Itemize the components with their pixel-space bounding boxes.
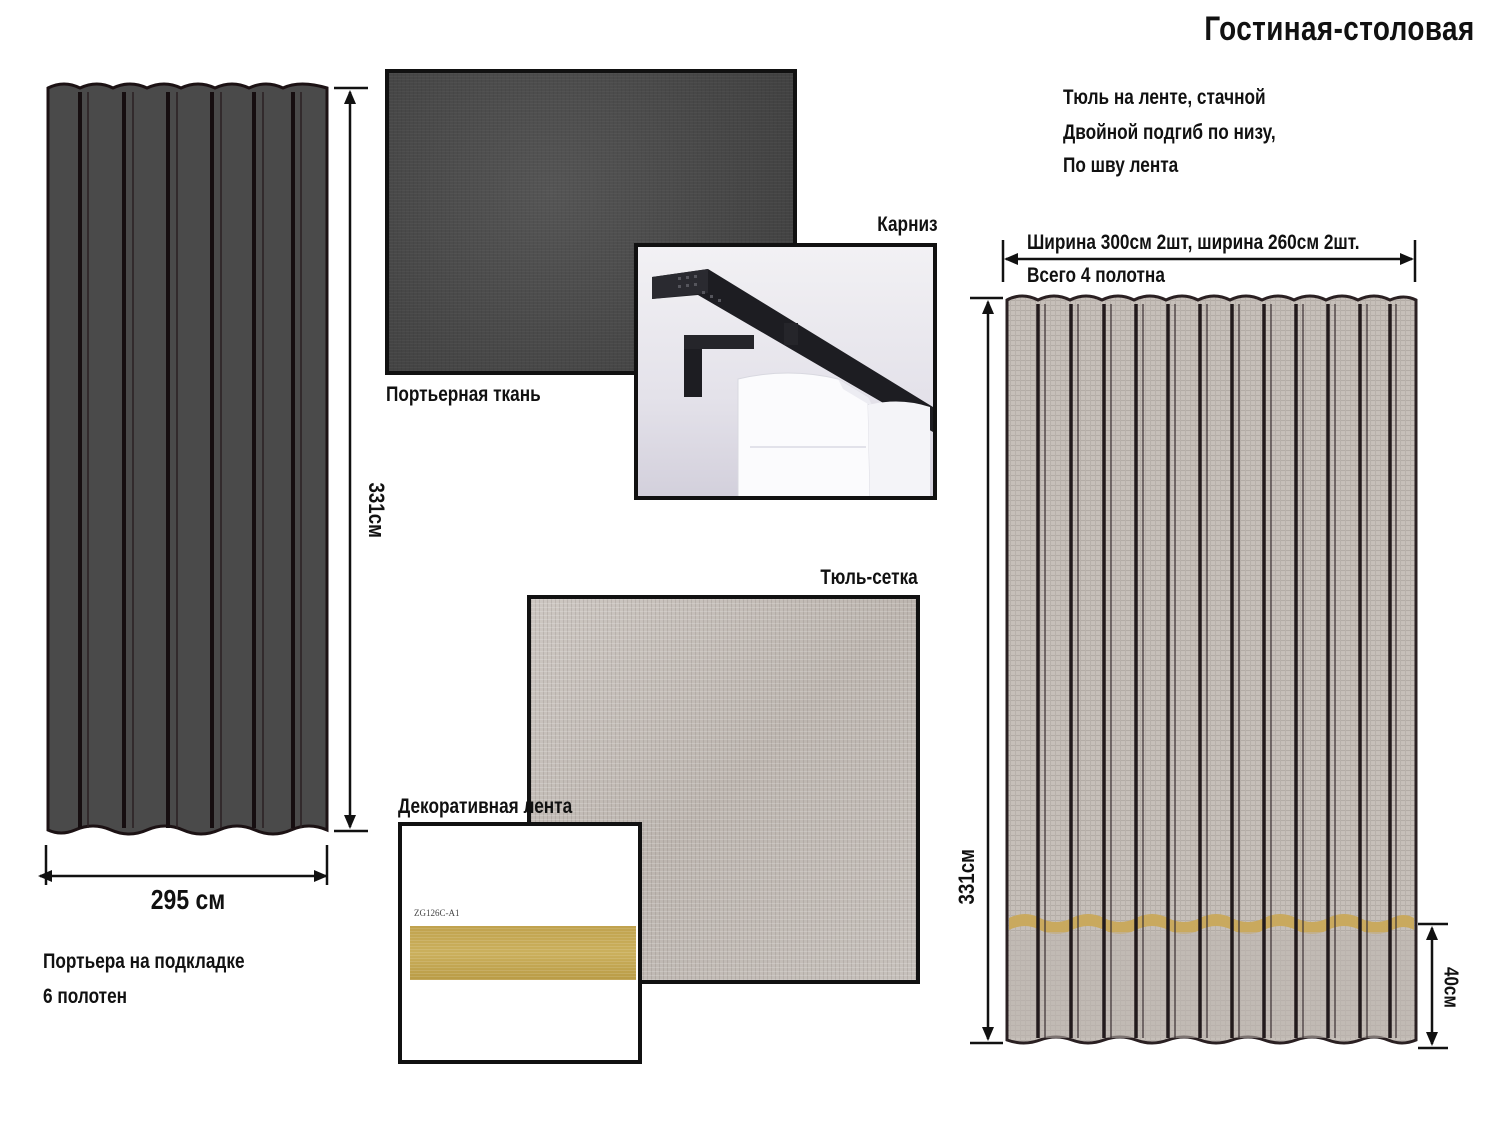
tape-code: ZG126C-A1 bbox=[414, 908, 460, 918]
left-caption-line2: 6 полотен bbox=[43, 985, 128, 1008]
decorative-tape-swatch: ZG126C-A1 bbox=[398, 822, 642, 1064]
left-curtain bbox=[46, 82, 329, 836]
rod-label: Карниз bbox=[877, 213, 938, 236]
left-height-label: 331см bbox=[364, 482, 389, 538]
right-curtain-pleats bbox=[1036, 304, 1397, 1038]
right-height-dimension bbox=[970, 296, 1003, 1045]
tape-sample bbox=[410, 926, 636, 980]
left-height-dimension bbox=[334, 86, 368, 833]
page-title: Гостиная-столовая bbox=[1204, 10, 1475, 48]
left-curtain-pleats bbox=[78, 92, 302, 828]
drape-fabric-label: Портьерная ткань bbox=[386, 383, 541, 406]
hem-height-dimension bbox=[1418, 922, 1448, 1050]
left-curtain-body bbox=[46, 82, 329, 836]
right-curtain bbox=[1005, 294, 1418, 1045]
tape-label: Декоративная лента bbox=[398, 795, 573, 818]
right-width-label: Ширина 300см 2шт, ширина 260см 2шт. bbox=[1027, 231, 1360, 254]
right-note-line1: Тюль на ленте, стачной bbox=[1063, 86, 1266, 109]
right-note-line3: По шву лента bbox=[1063, 154, 1179, 177]
left-width-dimension bbox=[38, 845, 329, 885]
right-height-label: 331см bbox=[954, 849, 979, 905]
right-width-dimension bbox=[1001, 240, 1417, 282]
left-width-label: 295 см bbox=[150, 884, 226, 915]
hem-height-label: 40см bbox=[1439, 967, 1462, 1008]
right-note-line2: Двойной подгиб по низу, bbox=[1063, 121, 1276, 144]
right-curtain-body bbox=[1005, 294, 1418, 1045]
left-caption-line1: Портьера на подкладке bbox=[43, 950, 245, 973]
rod-photo bbox=[634, 243, 937, 500]
right-panels-label: Всего 4 полотна bbox=[1027, 264, 1165, 287]
hem-decorative-band bbox=[1009, 914, 1414, 934]
rod-icon bbox=[652, 269, 933, 496]
tulle-label: Тюль-сетка bbox=[820, 566, 918, 589]
hem-lower-area bbox=[1009, 932, 1414, 1038]
